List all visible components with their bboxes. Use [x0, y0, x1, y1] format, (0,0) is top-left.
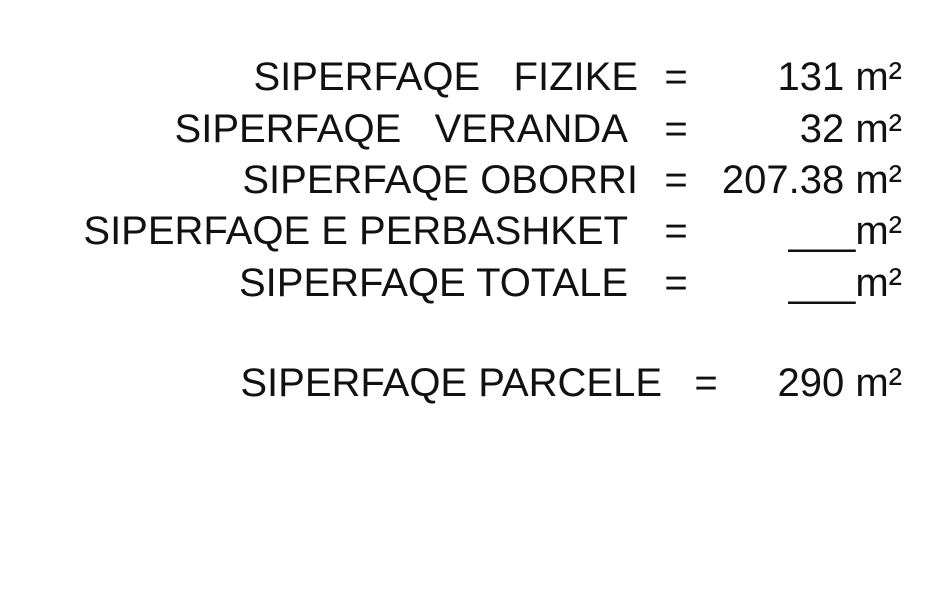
area-equals-common: = — [664, 209, 688, 253]
area-label-veranda: SIPERFAQE VERANDA — [174, 107, 628, 151]
area-label-physical: SIPERFAQE FIZIKE — [253, 55, 638, 99]
area-equals-courtyard: = — [664, 158, 688, 202]
area-value-courtyard: 207.38 m² — [721, 158, 902, 202]
area-label-courtyard: SIPERFAQE OBORRI — [242, 158, 638, 202]
area-label-parcel: SIPERFAQE PARCELE — [240, 361, 662, 405]
area-value-parcel: 290 m² — [777, 361, 903, 405]
area-row-total: SIPERFAQE TOTALE = ___m² — [0, 258, 950, 308]
area-row-courtyard: SIPERFAQE OBORRI = 207.38 m² — [0, 155, 950, 205]
area-value-common: ___m² — [788, 209, 902, 253]
area-equals-parcel: = — [694, 361, 718, 405]
area-equals-physical: = — [664, 55, 688, 99]
area-row-common: SIPERFAQE E PERBASHKET = ___m² — [0, 206, 950, 256]
area-label-common: SIPERFAQE E PERBASHKET — [83, 209, 628, 253]
area-value-veranda: 32 m² — [799, 107, 902, 151]
area-equals-veranda: = — [664, 107, 688, 151]
area-value-total: ___m² — [788, 261, 902, 305]
area-row-physical: SIPERFAQE FIZIKE = 131 m² — [0, 52, 950, 102]
area-row-parcel: SIPERFAQE PARCELE = 290 m² — [0, 358, 950, 408]
area-summary-sheet: SIPERFAQE FIZIKE = 131 m² SIPERFAQE VERA… — [0, 52, 950, 408]
area-row-veranda: SIPERFAQE VERANDA = 32 m² — [0, 104, 950, 154]
area-label-total: SIPERFAQE TOTALE — [238, 261, 628, 305]
area-value-physical: 131 m² — [777, 55, 903, 99]
area-equals-total: = — [664, 261, 688, 305]
